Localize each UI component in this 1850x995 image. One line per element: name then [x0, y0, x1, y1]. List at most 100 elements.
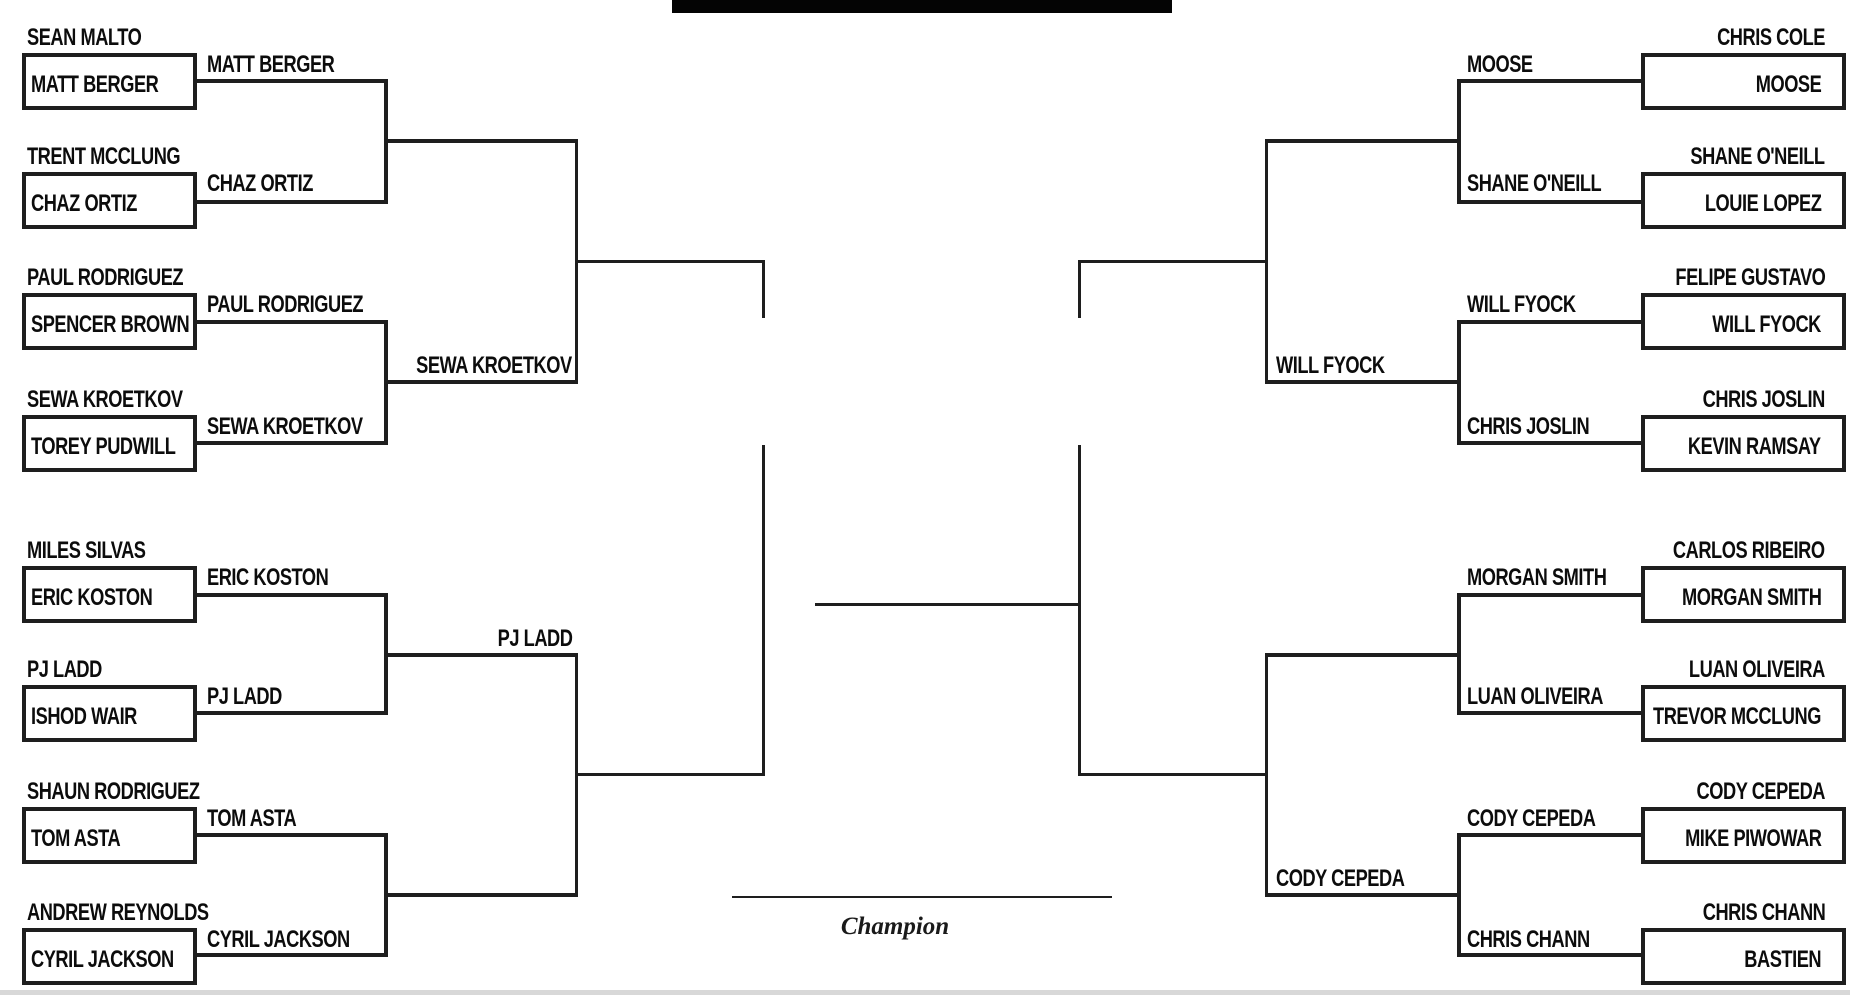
match-box: [22, 415, 197, 472]
match-box: [22, 807, 197, 864]
round2-winner-line: [1265, 893, 1457, 897]
round2-winner-label: PJ LADD: [497, 625, 572, 652]
round1-winner-label: PJ LADD: [207, 683, 282, 710]
player-name: ANDREW REYNOLDS: [27, 899, 209, 926]
player-name: MOOSE: [1755, 71, 1821, 98]
round1-winner-label: CHAZ ORTIZ: [207, 170, 313, 197]
semifinal-connector: [762, 260, 765, 318]
player-name: CHRIS COLE: [1717, 24, 1825, 51]
match-box: [22, 53, 197, 110]
player-name: BASTIEN: [1744, 946, 1821, 973]
round2-winner-line: [1265, 139, 1457, 143]
player-name: TOM ASTA: [31, 825, 121, 852]
player-name: CHRIS CHANN: [1702, 899, 1825, 926]
round1-winner-label: PAUL RODRIGUEZ: [207, 291, 364, 318]
match-box: [1641, 807, 1846, 864]
round1-winner-line: [1457, 593, 1641, 597]
round1-winner-line: [197, 833, 386, 837]
round1-winner-label: SEWA KROETKOV: [207, 413, 363, 440]
round2-winner-line: [386, 893, 577, 897]
match-box: [1641, 566, 1846, 623]
match-box: [1641, 53, 1846, 110]
player-name: WILL FYOCK: [1712, 311, 1821, 338]
player-name: ERIC KOSTON: [31, 584, 153, 611]
round1-winner-line: [197, 441, 386, 445]
round1-winner-label: MORGAN SMITH: [1467, 564, 1607, 591]
player-name: CARLOS RIBEIRO: [1673, 537, 1825, 564]
round2-winner-line: [386, 653, 577, 657]
round2-connector: [1457, 833, 1461, 957]
player-name: CHAZ ORTIZ: [31, 190, 137, 217]
player-name: MORGAN SMITH: [1681, 584, 1822, 611]
player-name: SHAUN RODRIGUEZ: [27, 778, 200, 805]
player-name: CODY CEPEDA: [1696, 778, 1826, 805]
match-box: [1641, 293, 1846, 350]
champion-line: [732, 896, 1112, 898]
semifinal-connector: [1078, 260, 1081, 318]
player-name: SPENCER BROWN: [31, 311, 190, 338]
player-name: MATT BERGER: [31, 71, 159, 98]
round1-winner-line: [197, 320, 386, 324]
quarterfinal-winner-line: [1078, 773, 1268, 776]
quarterfinal-winner-line: [575, 260, 765, 263]
semifinal-connector: [1078, 445, 1081, 776]
round2-connector: [1457, 593, 1461, 715]
round2-winner-label: CODY CEPEDA: [1276, 865, 1405, 892]
player-name: KEVIN RAMSAY: [1688, 433, 1821, 460]
player-name: CHRIS JOSLIN: [1702, 386, 1826, 413]
round2-winner-label: WILL FYOCK: [1276, 352, 1385, 379]
round1-winner-label: SHANE O'NEILL: [1467, 170, 1602, 197]
player-name: MIKE PIWOWAR: [1684, 825, 1822, 852]
player-name: MILES SILVAS: [27, 537, 146, 564]
round1-winner-line: [1457, 320, 1641, 324]
player-name: CYRIL JACKSON: [31, 946, 174, 973]
round2-connector: [1457, 79, 1461, 204]
match-box: [22, 685, 197, 742]
match-box: [22, 566, 197, 623]
round1-winner-line: [197, 711, 386, 715]
round2-winner-line: [1265, 380, 1457, 384]
round1-winner-line: [197, 79, 386, 83]
quarterfinal-winner-line: [1078, 260, 1268, 263]
player-name: PAUL RODRIGUEZ: [27, 264, 184, 291]
round1-winner-label: CHRIS CHANN: [1467, 926, 1590, 953]
match-box: [22, 172, 197, 229]
match-box: [1641, 172, 1846, 229]
round1-winner-label: CODY CEPEDA: [1467, 805, 1596, 832]
round1-winner-label: MATT BERGER: [207, 51, 335, 78]
round1-winner-line: [197, 953, 386, 957]
match-box: [22, 928, 197, 985]
round1-winner-label: CHRIS JOSLIN: [1467, 413, 1590, 440]
round1-winner-label: TOM ASTA: [207, 805, 297, 832]
round1-winner-label: MOOSE: [1467, 51, 1533, 78]
round1-winner-line: [1457, 79, 1641, 83]
match-box: [22, 293, 197, 350]
player-name: ISHOD WAIR: [31, 703, 137, 730]
player-name: LOUIE LOPEZ: [1704, 190, 1821, 217]
final-line: [815, 603, 1081, 606]
round1-winner-line: [1457, 833, 1641, 837]
match-box: [1641, 928, 1846, 985]
champion-label: Champion: [840, 913, 950, 940]
round1-winner-label: CYRIL JACKSON: [207, 926, 350, 953]
round1-winner-line: [1457, 441, 1641, 445]
player-name: SEWA KROETKOV: [27, 386, 183, 413]
quarterfinal-winner-line: [575, 773, 765, 776]
round1-winner-line: [197, 593, 386, 597]
round2-winner-line: [386, 139, 577, 143]
player-name: TRENT MCCLUNG: [27, 143, 181, 170]
round2-winner-line: [386, 380, 577, 384]
player-name: FELIPE GUSTAVO: [1674, 264, 1825, 291]
round2-connector: [1457, 320, 1461, 445]
round1-winner-line: [1457, 200, 1641, 204]
round2-winner-label: SEWA KROETKOV: [416, 352, 572, 379]
bottom-edge-strip: [0, 990, 1850, 995]
round1-winner-line: [1457, 953, 1641, 957]
redacted-title-bar: [672, 0, 1172, 13]
round1-winner-line: [197, 200, 386, 204]
round2-winner-line: [1265, 653, 1457, 657]
player-name: TOREY PUDWILL: [31, 433, 176, 460]
round1-winner-label: LUAN OLIVEIRA: [1467, 683, 1603, 710]
player-name: SHANE O'NEILL: [1690, 143, 1826, 170]
